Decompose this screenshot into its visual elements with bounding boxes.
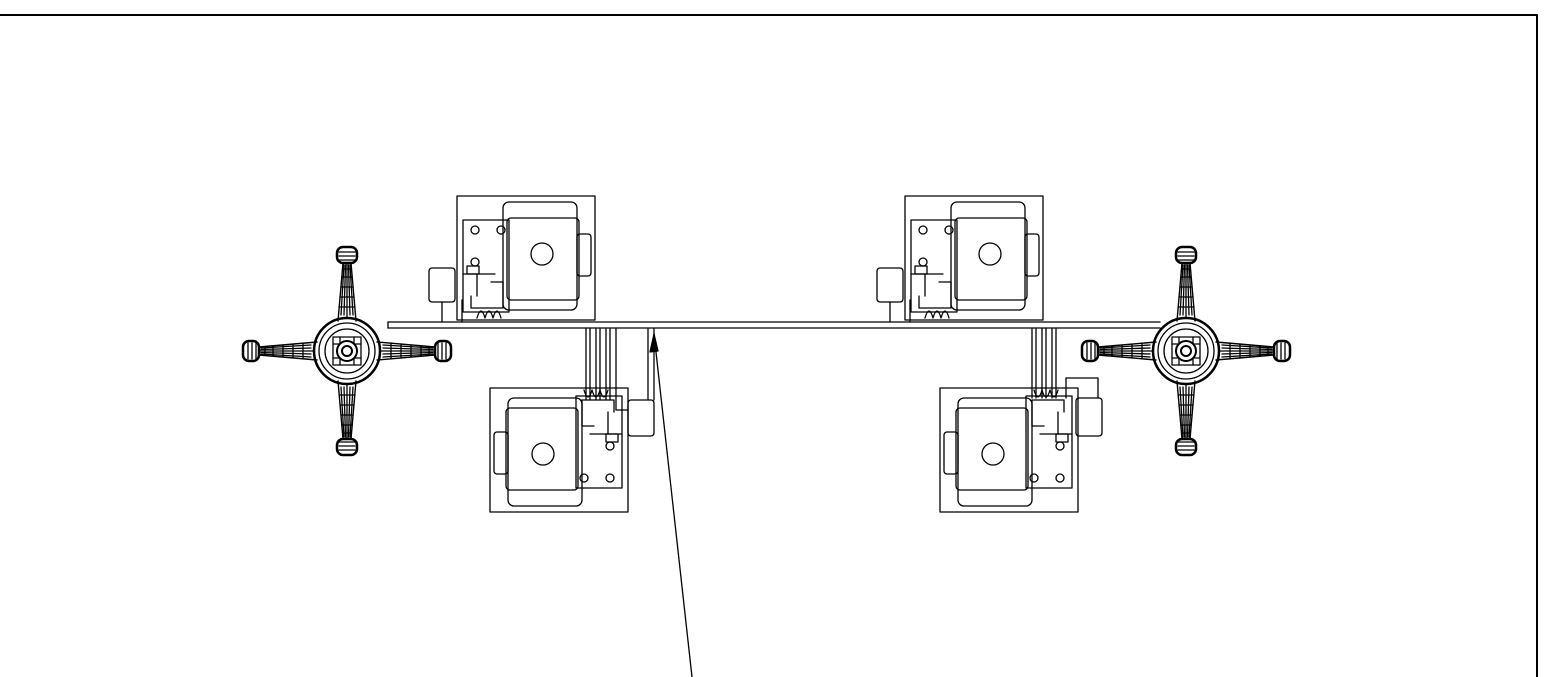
drawing-frame	[0, 14, 1538, 677]
unit-upper-left	[456, 195, 596, 321]
risers-right	[1031, 327, 1057, 399]
spider-left	[243, 247, 451, 455]
unit-lower-right	[939, 387, 1079, 513]
trunk-line	[387, 321, 1161, 329]
junction-box-lower-left	[627, 399, 655, 437]
unit-upper-right	[904, 195, 1044, 321]
junction-box-upper-right	[876, 267, 904, 323]
leader-arrow	[649, 333, 693, 677]
drops-upper	[461, 299, 911, 323]
junction-box-upper-left	[428, 267, 456, 323]
spider-right	[1082, 247, 1290, 455]
unit-lower-left	[489, 387, 629, 513]
junction-box-lower-right	[1065, 377, 1103, 437]
risers-left	[585, 327, 655, 411]
